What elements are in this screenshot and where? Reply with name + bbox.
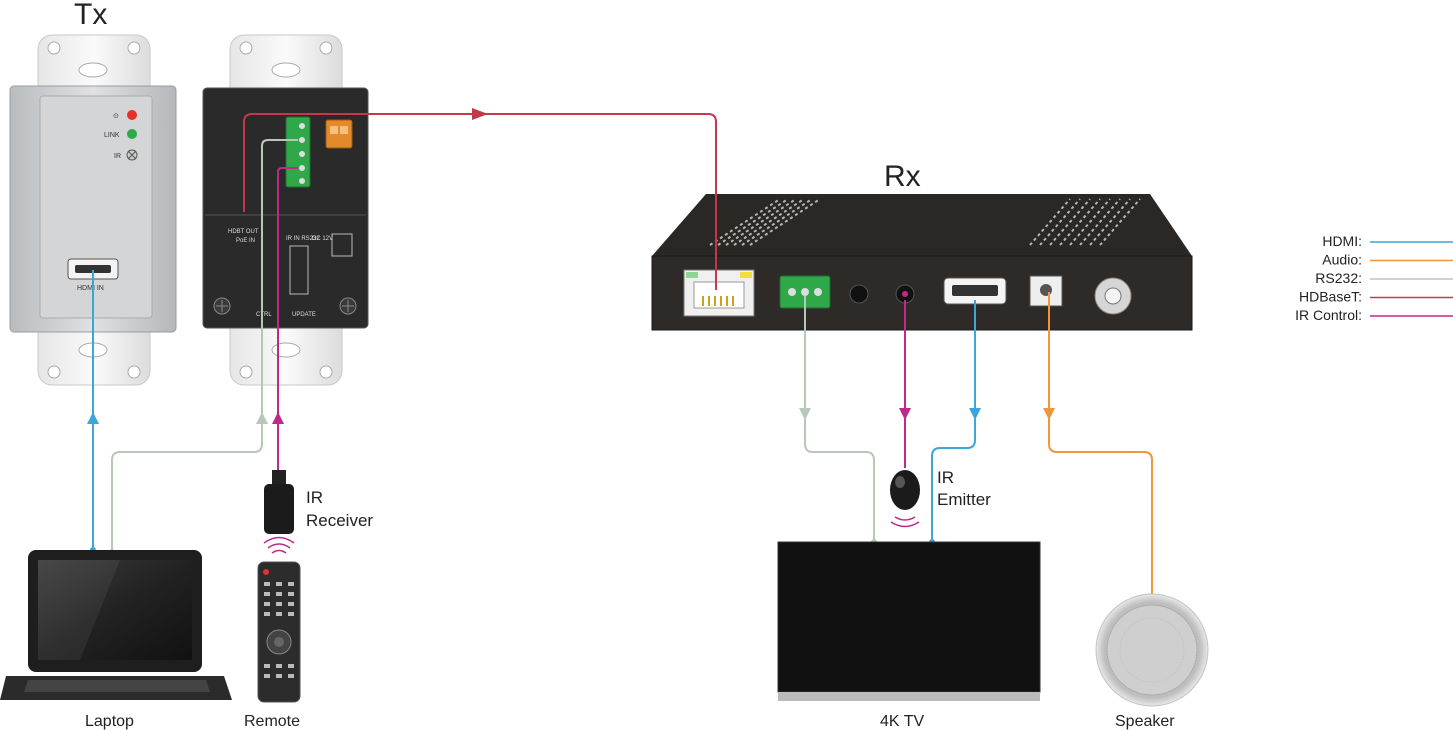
link-led xyxy=(127,129,137,139)
legend-label: Audio: xyxy=(1322,252,1362,268)
speaker-label: Speaker xyxy=(1115,713,1175,730)
ctrl-label: CTRL xyxy=(256,312,272,318)
legend-label: RS232: xyxy=(1315,270,1362,286)
tv-label: 4K TV xyxy=(880,713,925,730)
power-led xyxy=(127,110,137,120)
rs232-cable-tx xyxy=(111,139,298,552)
tx-title: Tx xyxy=(74,0,107,31)
rx-title: Rx xyxy=(884,160,921,193)
ir-emitter-label-2: Emitter xyxy=(937,490,991,509)
ir-signal-icon xyxy=(263,536,295,554)
update-label: UPDATE xyxy=(292,312,316,318)
rx-unit xyxy=(651,194,1193,331)
poe-in-label: PoE IN xyxy=(236,238,255,244)
power-led-label: ⊙ xyxy=(113,113,119,120)
audio-cable xyxy=(1048,292,1153,596)
legend-label: HDMI: xyxy=(1322,233,1362,249)
ir-receiver-label-2: Receiver xyxy=(306,511,373,530)
legend-label: HDBaseT: xyxy=(1299,289,1362,305)
ir-receiver: IR Receiver xyxy=(264,470,373,534)
link-led-label: LINK xyxy=(104,132,120,139)
hdmi-cable-tv xyxy=(931,300,976,542)
laptop: Laptop xyxy=(0,550,232,730)
ir-emitter-label-1: IR xyxy=(937,468,954,487)
tx-back-wallplate: HDBT OUT PoE IN IR IN RS232 DC 12V CTRL … xyxy=(202,34,369,386)
remote: Remote xyxy=(244,561,301,730)
speaker: Speaker xyxy=(1095,593,1209,730)
tx-power-block xyxy=(325,119,353,149)
legend-label: IR Control: xyxy=(1295,307,1362,323)
tx-front-wallplate: ⊙ LINK IR HDMI IN xyxy=(9,34,177,386)
hdbt-out-label: HDBT OUT xyxy=(228,229,259,235)
ir-rs232-label: IR IN RS232 xyxy=(286,236,320,242)
dc-in-label: DC 12V xyxy=(312,236,333,242)
hdmi-in-label: HDMI IN xyxy=(77,285,104,292)
legend: HDMI: Audio: RS232: HDBaseT: IR Control: xyxy=(1295,233,1453,323)
ir-emitter: IR Emitter xyxy=(890,468,991,528)
tv: 4K TV xyxy=(777,541,1041,730)
tx-terminal-block xyxy=(285,116,311,188)
ir-led-label: IR xyxy=(114,153,121,160)
cables xyxy=(87,108,1155,599)
rx-ir-in-jack xyxy=(849,284,869,304)
ir-cable-tx xyxy=(277,167,298,472)
rs232-cable-rx xyxy=(804,296,875,542)
remote-label: Remote xyxy=(244,713,300,730)
hdbaset-arrow xyxy=(472,108,488,120)
ir-receiver-label-1: IR xyxy=(306,488,323,507)
laptop-label: Laptop xyxy=(85,713,134,730)
